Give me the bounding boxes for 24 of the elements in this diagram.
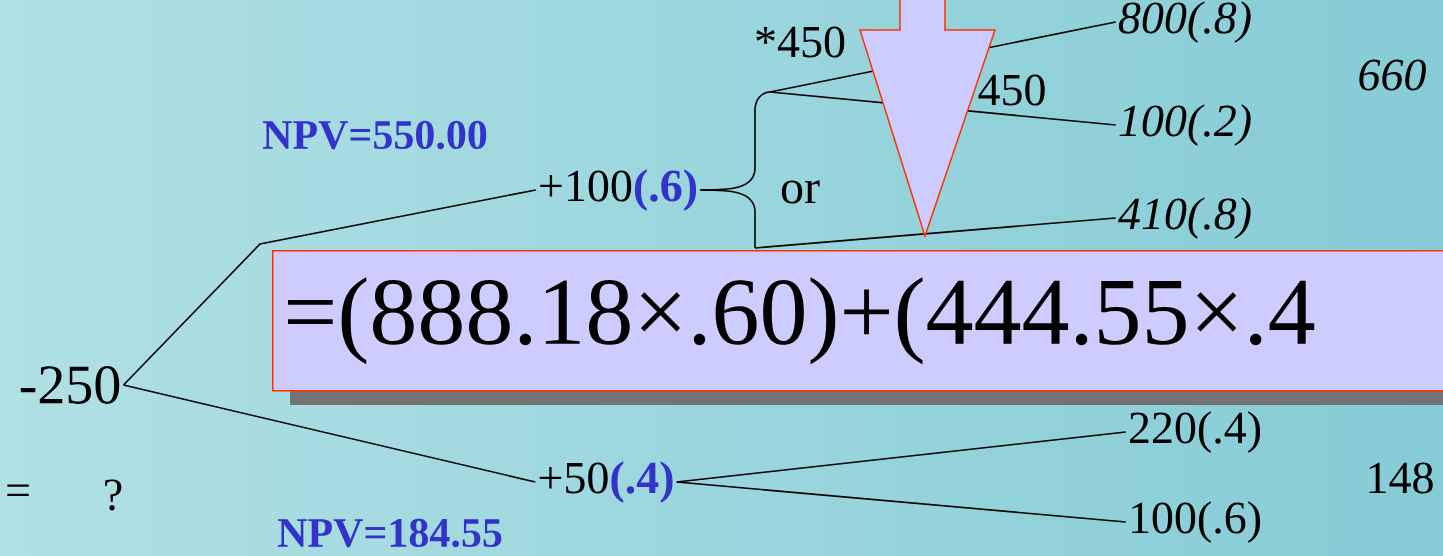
or-label: or	[781, 180, 820, 204]
node-label: -250	[20, 366, 120, 404]
value-label: 450	[978, 74, 1045, 106]
branch-line	[122, 384, 537, 483]
question-mark: ?	[105, 479, 122, 511]
brace	[699, 189, 756, 249]
node-label: +50(.4)	[539, 461, 673, 503]
npv-label: NPV=184.55	[277, 518, 502, 548]
branch-line	[754, 217, 1117, 249]
formula-box: =(888.18×.60)+(444.55×.4	[272, 250, 1443, 405]
equals-sign: =	[7, 484, 29, 496]
value-label: *450	[756, 26, 845, 58]
outcome-label: 100(.6)	[1132, 501, 1261, 543]
outcome-label: 220(.4)	[1129, 411, 1261, 453]
outcome-label: 100(.2)	[1119, 104, 1251, 146]
outcome-label: 410(.8)	[1118, 197, 1251, 239]
branch-line	[122, 189, 537, 386]
node-label: +100(.6)	[540, 169, 697, 211]
value-label: 660	[1359, 59, 1426, 91]
outcome-label: 800(.8)	[1118, 1, 1251, 43]
block-arrow	[859, 0, 997, 239]
value-label: 148	[1369, 462, 1433, 494]
npv-label: NPV=550.00	[262, 120, 487, 150]
branch-line	[675, 481, 1127, 523]
